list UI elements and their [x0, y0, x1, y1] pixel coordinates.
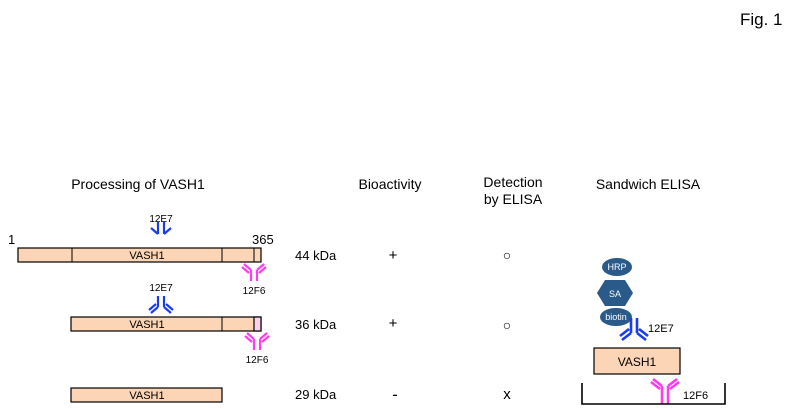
vash1-29kda-bar: [70, 387, 223, 403]
antigen-label: VASH1: [618, 355, 657, 369]
c-terminal-segment: [253, 316, 262, 332]
vash1-36kda-bar: [70, 316, 262, 332]
elisa-well: [581, 383, 726, 405]
mass-label: 36 kDa: [295, 317, 337, 332]
detection-value: x: [503, 386, 511, 403]
antibody-label-12f6: 12F6: [243, 286, 266, 297]
vash1-antigen: [593, 347, 681, 375]
hrp-label: HRP: [607, 262, 626, 272]
sa-label: SA: [609, 289, 621, 299]
antibody-12f6-icon: [241, 263, 267, 281]
antibody-12e7-icon: [148, 296, 174, 314]
detection-value: ○: [503, 317, 511, 333]
header-detection-1: Detection: [483, 174, 542, 190]
protein-label: VASH1: [129, 250, 164, 262]
biotin-label: biotin: [605, 312, 627, 322]
figure-label: Fig. 1: [740, 10, 783, 29]
capture-antibody-label: 12F6: [683, 390, 708, 402]
antibody-12f6-icon: [650, 377, 680, 404]
bioactivity-value: +: [389, 315, 398, 332]
residue-end: 365: [252, 232, 274, 247]
protein-label: VASH1: [129, 390, 164, 402]
bioactivity-value: +: [389, 247, 398, 264]
biotin-icon: [600, 308, 632, 326]
header-processing: Processing of VASH1: [71, 176, 205, 192]
antibody-12f6-icon: [244, 332, 270, 350]
detection-value: ○: [503, 247, 511, 263]
protein-label: VASH1: [129, 319, 164, 331]
antibody-12e7-icon: [150, 222, 172, 235]
antibody-12e7-icon: [619, 318, 649, 342]
detection-antibody-label: 12E7: [648, 323, 674, 335]
hrp-icon: [602, 258, 632, 276]
streptavidin-icon: [597, 280, 633, 306]
antibody-label-12f6: 12F6: [246, 355, 269, 366]
bioactivity-value: -: [392, 385, 398, 404]
header-bioactivity: Bioactivity: [358, 176, 421, 192]
antibody-label-12e7: 12E7: [149, 283, 173, 294]
antibody-label-12e7: 12E7: [149, 214, 173, 225]
residue-start: 1: [8, 232, 15, 247]
header-sandwich: Sandwich ELISA: [596, 176, 701, 192]
vash1-44kda-bar: [17, 247, 262, 263]
mass-label: 29 kDa: [295, 387, 337, 402]
mass-label: 44 kDa: [295, 248, 337, 263]
header-detection-2: by ELISA: [484, 191, 543, 207]
